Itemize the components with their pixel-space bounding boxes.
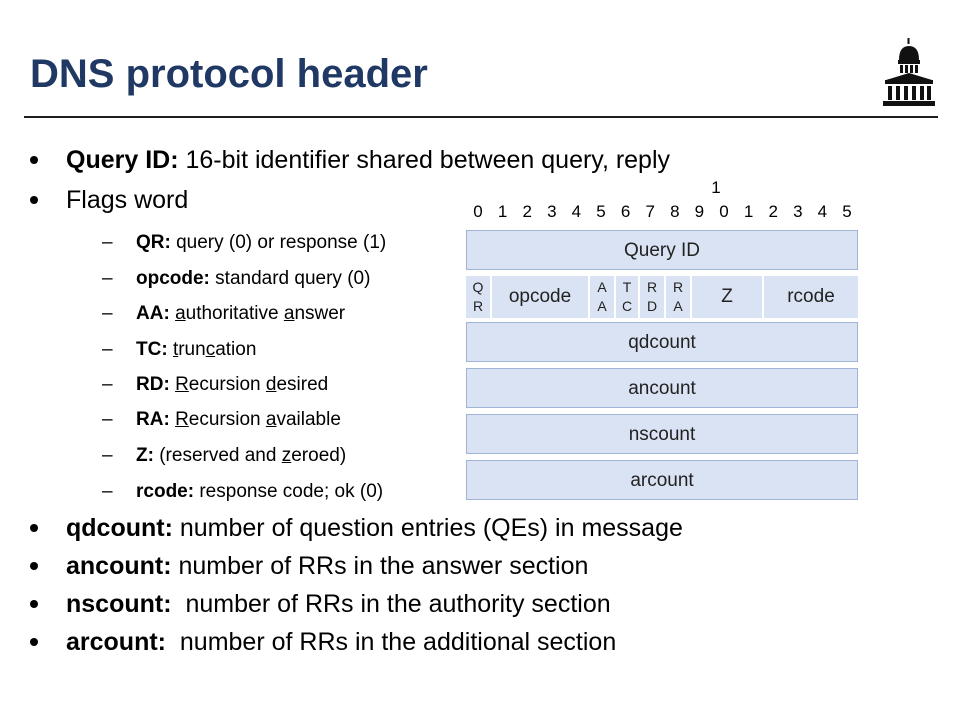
subbullet-label: rcode: [136, 481, 195, 502]
bit-number: 6 [620, 202, 631, 221]
bullet-text: number of RRs in the answer section [171, 552, 589, 580]
row-nscount: nscount [466, 414, 858, 454]
bit-number: 5 [842, 202, 852, 221]
bullet-text: Flags word [66, 186, 189, 214]
bit-number: 0 [719, 202, 729, 221]
subbullet-label: QR: [136, 232, 171, 253]
bit-number: 2 [522, 202, 532, 221]
bullet-text: number of question entries (QEs) in mess… [172, 514, 683, 542]
bullet-label: ancount: [66, 552, 172, 580]
bullet-text: number of RRs in the additional section [166, 628, 617, 656]
bit-number: 1 [497, 202, 508, 221]
bullet-label: nscount: [66, 590, 172, 618]
capitol-building-icon [883, 38, 935, 106]
bit-number: 3 [793, 202, 803, 221]
subbullet-label: opcode: [136, 268, 210, 289]
bullet-label: arcount: [66, 628, 166, 656]
bit-number: 3 [547, 202, 557, 221]
bullet-dot [30, 196, 38, 204]
subbullet-text: query (0) or response (1) [176, 232, 387, 253]
bullet-label: qdcount: [66, 514, 173, 542]
subbullet-label: RA: [136, 409, 170, 430]
row-query-id: Query ID [466, 230, 858, 270]
bullet-dot [30, 524, 38, 532]
flag-opcode: opcode [492, 276, 588, 318]
bit-number: 9 [694, 202, 705, 221]
row-ancount: ancount [466, 368, 858, 408]
bit-number: 2 [768, 202, 778, 221]
subbullet-text: standard query (0) [215, 268, 371, 289]
bit-number: 4 [817, 202, 828, 221]
bit-number: 7 [645, 202, 655, 221]
bullet-label: Query ID: [66, 146, 179, 174]
subbullet-label: TC: [136, 339, 168, 360]
row-arcount: arcount [466, 460, 858, 500]
bullet-dot [30, 638, 38, 646]
subbullet-label: AA: [136, 303, 170, 324]
title-divider [24, 116, 938, 118]
bit-number: 5 [596, 202, 606, 221]
subbullet-label: RD: [136, 374, 170, 395]
row-qdcount: qdcount [466, 322, 858, 362]
subbullet-label: Z: [136, 445, 154, 466]
bit-number: 1 [743, 202, 754, 221]
bullet-dot [30, 562, 38, 570]
bit-number: 0 [473, 202, 483, 221]
subbullet-text: response code; ok (0) [194, 481, 384, 502]
bullet-dot [30, 156, 38, 164]
bullet-dot [30, 600, 38, 608]
bit-number: 4 [571, 202, 582, 221]
page-title: DNS protocol header [30, 52, 428, 96]
bullet-text: number of RRs in the authority section [171, 590, 611, 618]
bullet-text: 16-bit identifier shared between query, … [185, 146, 671, 174]
flag-z: Z [692, 276, 762, 318]
bit-number: 8 [670, 202, 680, 221]
bit-ten-prefix: 1 [711, 178, 721, 197]
flag-rcode: rcode [764, 276, 858, 318]
